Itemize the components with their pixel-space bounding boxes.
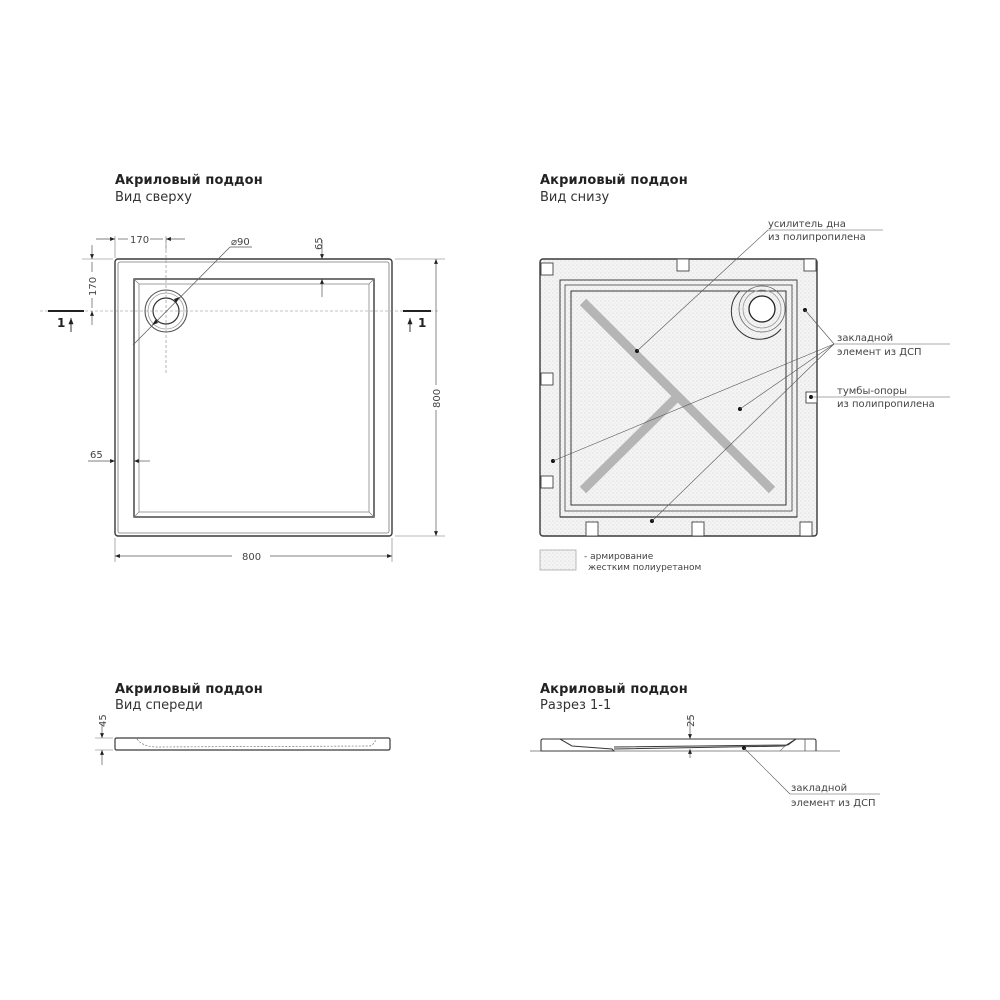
callout-supports-line1: тумбы-опоры: [837, 386, 907, 397]
callout-supports-line2: из полипропилена: [837, 399, 935, 410]
legend-line2: жестким полиуретаном: [588, 563, 702, 573]
top-view-drawing: ⌀90 170 170 65 65 800 800: [40, 235, 445, 563]
bottom-view-subtitle: Вид снизу: [540, 190, 610, 205]
callout-reinforcer-line2: из полипропилена: [768, 232, 866, 243]
section-callout-insert-line2: элемент из ДСП: [791, 798, 876, 809]
section-mark-right: 1: [418, 316, 426, 330]
dim-front-height: 45: [98, 714, 109, 727]
dim-depth: 800: [432, 389, 443, 408]
dim-drain-diameter: ⌀90: [231, 237, 250, 248]
top-view-title: Акриловый поддон: [115, 173, 263, 188]
front-view-subtitle: Вид спереди: [115, 698, 203, 713]
dim-rim-left: 65: [90, 450, 103, 461]
dim-width: 800: [242, 552, 261, 563]
front-view-title: Акриловый поддон: [115, 682, 263, 697]
front-view-drawing: 45: [95, 714, 391, 765]
bottom-view-drawing: [539, 229, 950, 571]
section-view-drawing: 25: [530, 714, 880, 795]
callout-reinforcer-line1: усилитель дна: [768, 219, 846, 230]
dim-section-height: 25: [686, 714, 697, 727]
section-view-subtitle: Разрез 1-1: [540, 698, 612, 713]
dim-drain-y: 170: [88, 277, 99, 296]
callout-insert-line2: элемент из ДСП: [837, 347, 922, 358]
section-callout-insert-line1: закладной: [791, 783, 848, 794]
dim-rim-top: 65: [314, 237, 325, 250]
legend-line1: - армирование: [584, 552, 654, 562]
dim-drain-x: 170: [130, 235, 149, 246]
section-mark-left: 1: [57, 316, 65, 330]
callout-insert-line1: закладной: [837, 333, 894, 344]
top-view-subtitle: Вид сверху: [115, 190, 192, 205]
bottom-view-title: Акриловый поддон: [540, 173, 688, 188]
section-view-title: Акриловый поддон: [540, 682, 688, 697]
